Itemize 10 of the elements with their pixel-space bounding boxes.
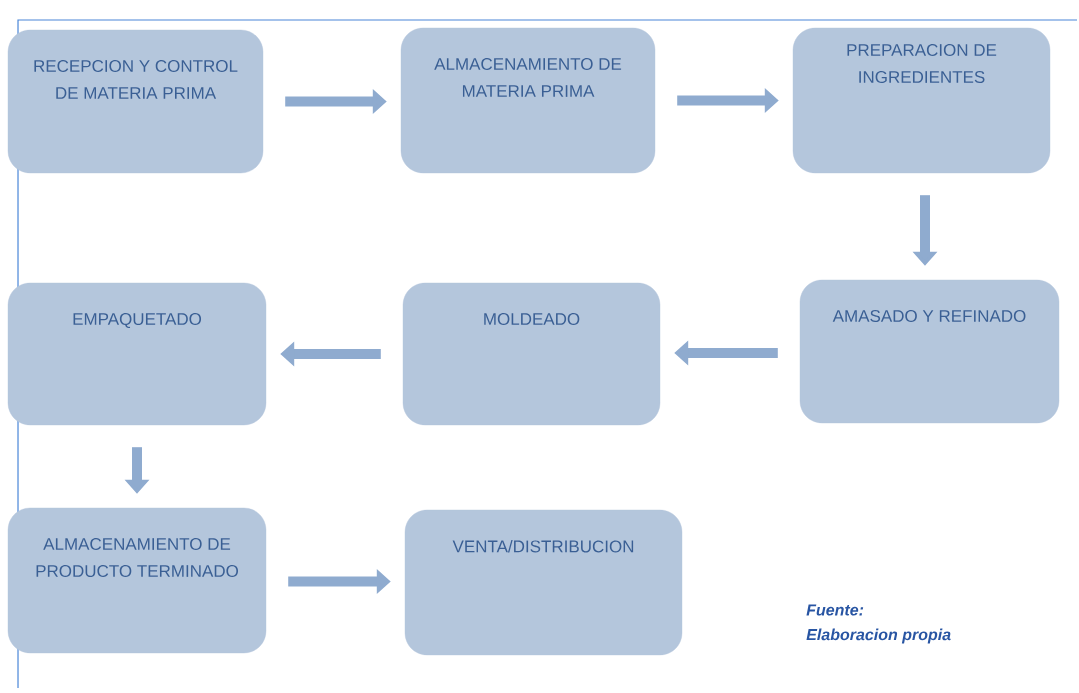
- process-box: PREPARACION DE INGREDIENTES: [792, 27, 1051, 174]
- process-box: VENTA/DISTRIBUCION: [404, 509, 683, 656]
- process-box: MOLDEADO: [402, 282, 661, 426]
- process-box: AMASADO Y REFINADO: [799, 279, 1060, 424]
- process-box: RECEPCION Y CONTROL DE MATERIA PRIMA: [7, 29, 264, 174]
- source-note: Elaboracion propia: [806, 628, 951, 644]
- process-box: EMPAQUETADO: [7, 282, 267, 426]
- source-note: Fuente:: [806, 604, 864, 616]
- process-box: ALMACENAMIENTO DE PRODUCTO TERMINADO: [7, 507, 267, 654]
- process-box: ALMACENAMIENTO DE MATERIA PRIMA: [400, 27, 656, 174]
